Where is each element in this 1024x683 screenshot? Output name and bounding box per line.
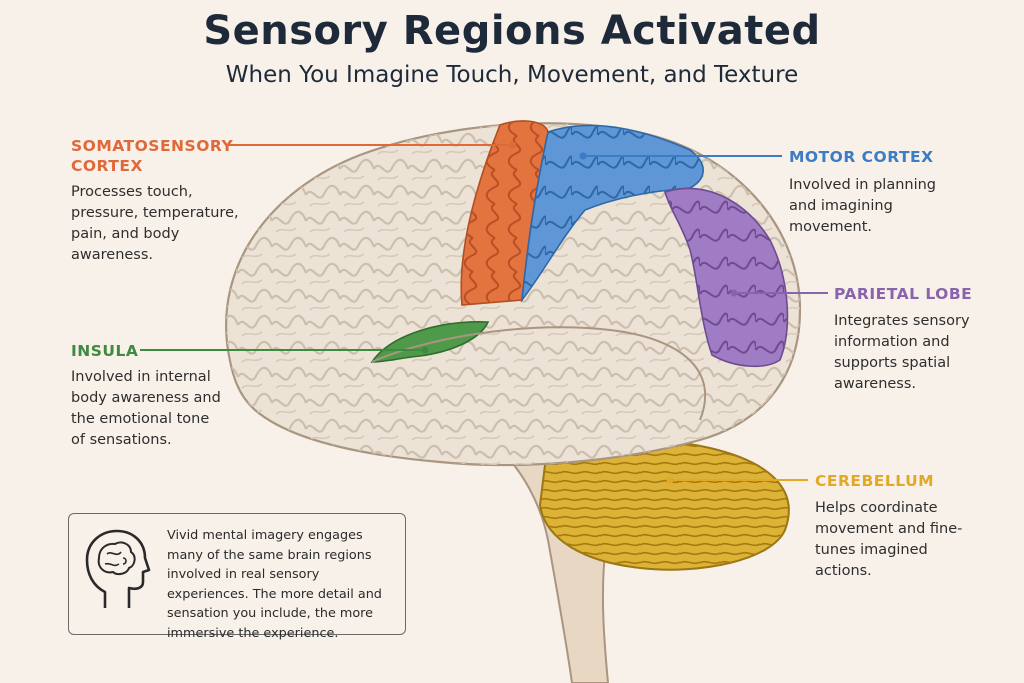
page-subtitle: When You Imagine Touch, Movement, and Te… bbox=[225, 62, 799, 88]
cerebellum-region bbox=[538, 438, 790, 571]
imagery-note-text: Vivid mental imagery engages many of the… bbox=[167, 528, 382, 641]
insula-description: Involved in internal body awareness and … bbox=[71, 369, 221, 448]
parietal-lobe-description: Integrates sensory information and suppo… bbox=[834, 313, 970, 392]
head-brain-icon bbox=[85, 529, 151, 608]
somatosensory-label-line2: CORTEX bbox=[71, 157, 143, 175]
motor-cortex-label: MOTOR CORTEX bbox=[789, 148, 934, 166]
cerebellum-description: Helps coordinate movement and fine-tunes… bbox=[815, 500, 963, 579]
insula-label: INSULA bbox=[71, 342, 139, 360]
parietal-lobe-region bbox=[664, 187, 789, 368]
somatosensory-label: SOMATOSENSORY CORTEX bbox=[71, 136, 233, 176]
leader-lines bbox=[140, 141, 828, 484]
temporal-lobe-outline bbox=[371, 326, 706, 421]
somatosensory-description: Processes touch, pressure, temperature, … bbox=[71, 184, 239, 263]
cerebellum-label: CEREBELLUM bbox=[815, 472, 935, 490]
somatosensory-label-line1: SOMATOSENSORY bbox=[71, 137, 234, 155]
parietal-lobe-label: PARIETAL LOBE bbox=[834, 285, 973, 303]
imagery-note-box: Vivid mental imagery engages many of the… bbox=[68, 513, 406, 641]
motor-cortex-description: Involved in planning and imagining movem… bbox=[789, 177, 937, 235]
page-title: Sensory Regions Activated bbox=[203, 8, 821, 54]
motor-cortex-region bbox=[520, 124, 704, 303]
